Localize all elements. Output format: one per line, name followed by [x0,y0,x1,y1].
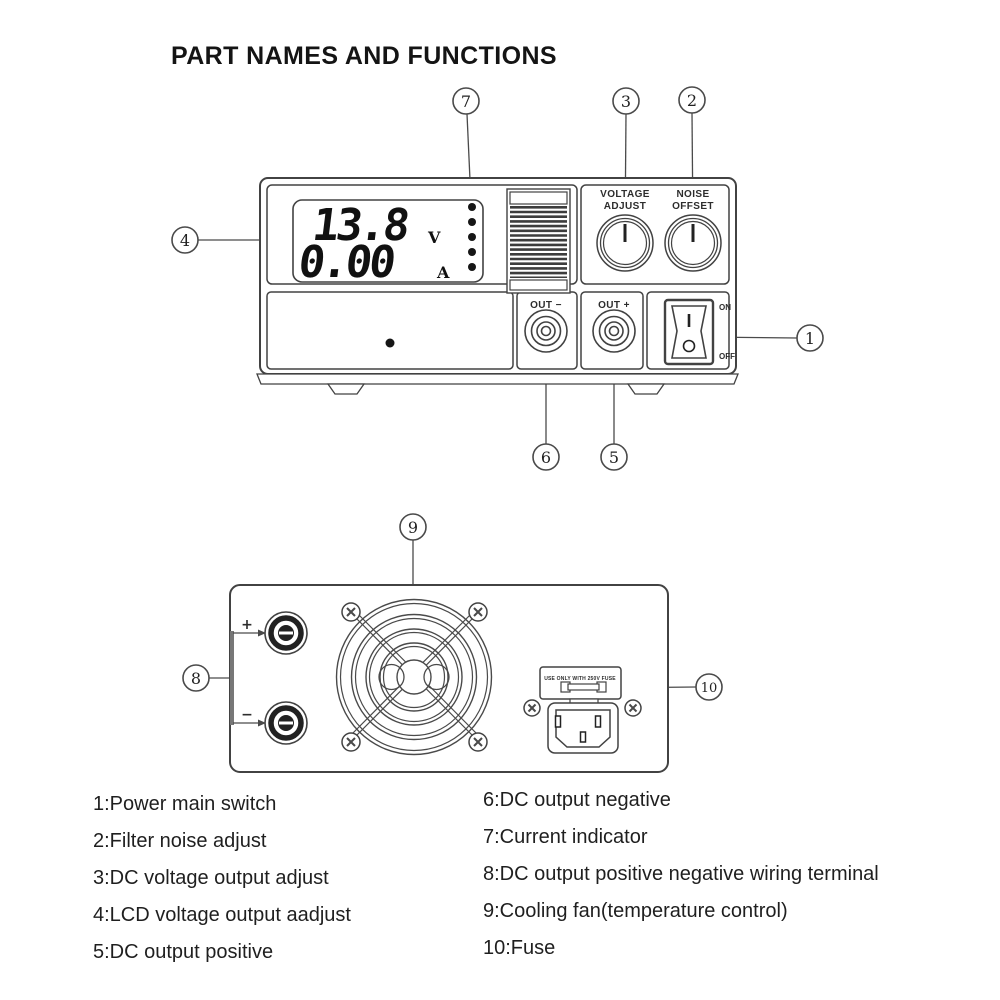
svg-text:9: 9 [408,518,418,537]
noise-offset-label-1: NOISE [676,189,709,200]
out-positive-jack: OUT + [592,300,636,353]
voltage-readout: 13.8 [310,200,411,251]
voltage-adjust-knob: VOLTAGE ADJUST [596,189,654,272]
legend-item-8: 8:DC output positive negative wiring ter… [483,863,879,885]
callout-5: 5 [600,443,628,471]
fan-hub [396,659,432,695]
inlet-screws [523,699,642,717]
svg-text:7: 7 [461,92,471,111]
front-base [256,373,739,395]
out-negative-label: OUT − [530,300,562,311]
svg-text:1: 1 [805,329,815,348]
fuse-warning-label: USE ONLY WITH 250V FUSE [544,676,616,682]
fuse-holder: USE ONLY WITH 250V FUSE [539,666,622,706]
callout-6: 6 [532,443,560,471]
front-panel-indicator-dot [385,338,395,348]
voltage-adjust-label-1: VOLTAGE [600,189,650,200]
switch-off-mark [682,339,696,353]
front-foot-left [326,383,366,395]
switch-on-label: ON [719,303,731,312]
callout-10: 10 [695,673,723,701]
legend-item-5: 5:DC output positive [93,941,274,963]
rear-panel-view: + − [182,513,723,773]
current-indicator-leds [468,203,476,271]
callout-7: 7 [452,87,480,115]
page-title: PART NAMES AND FUNCTIONS [171,42,557,70]
legend-item-4: 4:LCD voltage output aadjust [93,904,351,926]
noise-offset-label-2: OFFSET [672,201,714,212]
binding-post-positive [264,611,308,655]
callout-3: 3 [612,87,640,115]
svg-text:3: 3 [621,92,631,111]
svg-text:10: 10 [701,681,718,696]
callout-9: 9 [399,513,427,541]
terminal-minus-sign: − [241,707,253,723]
legend-item-9: 9:Cooling fan(temperature control) [483,900,788,922]
callout-1: 1 [796,324,824,352]
cooling-fan [335,598,493,756]
out-negative-jack: OUT − [524,300,568,353]
noise-knob-pointer [691,224,695,242]
legend-item-6: 6:DC output negative [483,789,671,811]
power-switch: ON OFF [663,298,735,366]
fuse-slot-bar [567,683,600,691]
legend-item-1: 1:Power main switch [93,793,277,815]
voltage-unit: V [427,228,441,247]
legend-left-column: 1:Power main switch 2:Filter noise adjus… [93,786,351,971]
rocker [671,305,707,359]
switch-off-label: OFF [719,352,735,361]
callout-8: 8 [182,664,210,692]
legend-item-2: 2:Filter noise adjust [93,830,267,852]
arrow-to-plus [258,629,266,637]
current-readout: 0.00 [296,237,397,288]
rear-callouts: 9 8 10 [182,513,723,701]
legend-item-7: 7:Current indicator [483,826,648,848]
current-unit: A [436,263,450,282]
inlet-pin-right [594,715,602,728]
front-callouts: 7 3 2 4 1 [171,86,824,471]
voltage-knob-pointer [623,224,627,242]
binding-post-negative [264,701,308,745]
svg-text:6: 6 [541,448,551,467]
noise-offset-knob: NOISE OFFSET [664,189,722,272]
lcd-display: 13.8 V 0.00 A [292,199,484,288]
svg-text:5: 5 [609,448,619,467]
inlet-pin-left [554,715,562,728]
svg-text:4: 4 [180,231,190,250]
front-foot-right [626,383,666,395]
inlet-pin-ground [579,731,587,743]
legend-item-10: 10:Fuse [483,937,556,959]
svg-text:8: 8 [191,669,201,688]
front-bottom-left-section [266,291,514,370]
terminal-plus-sign: + [241,617,253,633]
terminal-bracket: + − [230,617,266,727]
callout-4: 4 [171,226,199,254]
vent-grille [506,188,571,294]
out-positive-label: OUT + [598,300,630,311]
svg-text:2: 2 [687,91,697,110]
voltage-adjust-label-2: ADJUST [604,201,646,212]
arrow-to-minus [258,719,266,727]
legend-right-column: 6:DC output negative 7:Current indicator… [483,782,879,967]
power-inlet [523,699,642,754]
callout-2: 2 [678,86,706,114]
legend-item-3: 3:DC voltage output adjust [93,867,329,889]
fan-screws [341,602,488,752]
front-panel-view: 13.8 V 0.00 A VOLTAGE [171,86,824,471]
